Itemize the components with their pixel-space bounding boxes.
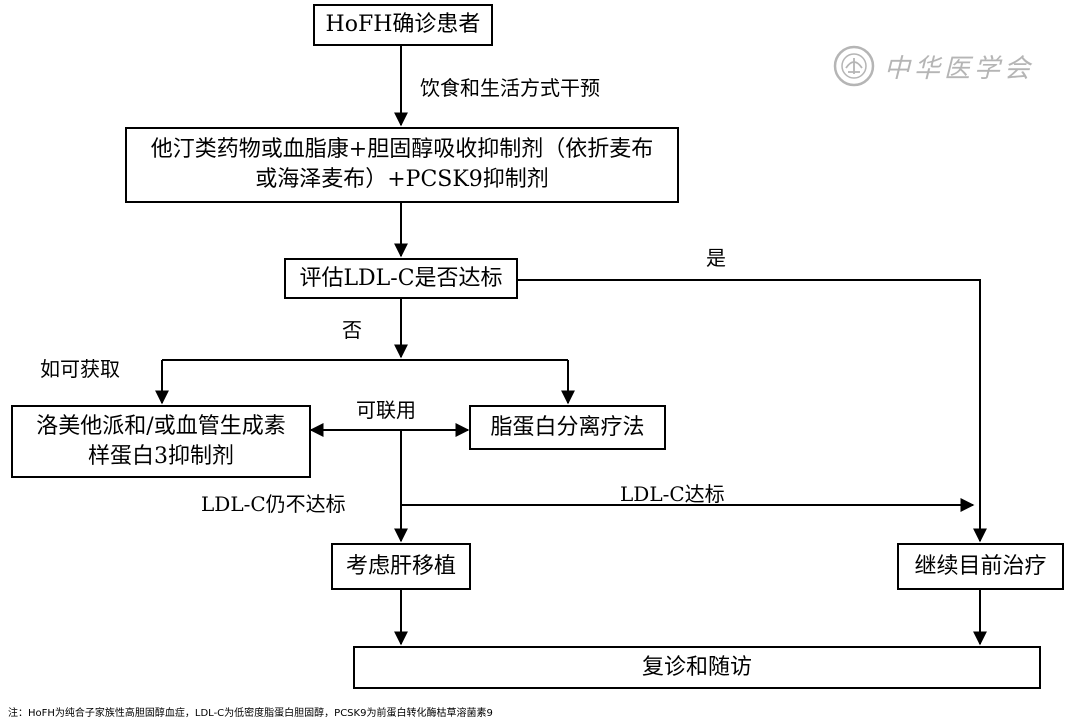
label-no: 否 xyxy=(342,318,362,342)
watermark: 中华医学会 xyxy=(832,42,1042,92)
node-evaluate: 评估LDL-C是否达标 xyxy=(284,258,518,299)
node-liver: 考虑肝移植 xyxy=(331,543,471,590)
node-inhibitors: 洛美他派和/或血管生成素 样蛋白3抑制剂 xyxy=(11,405,311,478)
label-diet: 饮食和生活方式干预 xyxy=(420,76,600,100)
arrow-yes-to-continue xyxy=(517,279,987,543)
footnote: 注：HoFH为纯合子家族性高胆固醇血症，LDL-C为低密度脂蛋白胆固醇，PCSK… xyxy=(8,708,493,719)
society-seal-icon xyxy=(833,45,875,87)
label-yes: 是 xyxy=(706,246,726,270)
label-reached: LDL-C达标 xyxy=(620,482,725,506)
node-followup: 复诊和随访 xyxy=(353,646,1041,689)
label-combine: 可联用 xyxy=(356,398,416,422)
node-continue: 继续目前治疗 xyxy=(897,543,1064,590)
label-if-available: 如可获取 xyxy=(40,357,120,381)
node-apheresis: 脂蛋白分离疗法 xyxy=(469,405,666,450)
label-not-reached: LDL-C仍不达标 xyxy=(201,492,346,516)
node-confirmed: HoFH确诊患者 xyxy=(313,4,493,46)
watermark-text: 中华医学会 xyxy=(884,54,1035,84)
node-drugs: 他汀类药物或血脂康+胆固醇吸收抑制剂（依折麦布 或海泽麦布）+PCSK9抑制剂 xyxy=(125,127,679,203)
